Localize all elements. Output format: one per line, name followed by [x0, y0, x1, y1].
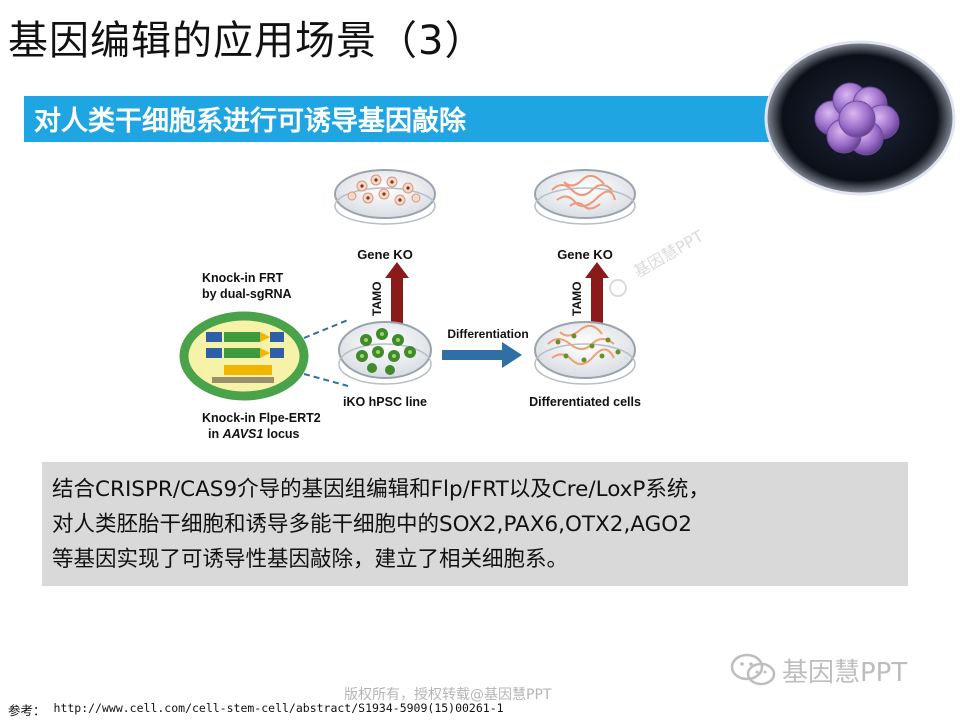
copyright-text: 版权所有，授权转载@基因慧PPT [344, 687, 552, 703]
description-line-1: 结合CRISPR/CAS9介导的基因组编辑和Flp/FRT以及Cre/LoxP系… [52, 477, 710, 502]
tamo-label-left: TAMO [370, 282, 384, 316]
description-line-3: 等基因实现了可诱导性基因敲除，建立了相关细胞系。 [52, 547, 569, 572]
differentiated-cells-label: Differentiated cells [529, 395, 641, 409]
iko-hpsc-label: iKO hPSC line [343, 395, 427, 409]
description-text: 结合CRISPR/CAS9介导的基因组编辑和Flp/FRT以及Cre/LoxP系… [52, 472, 902, 577]
wechat-icon [730, 653, 776, 686]
knockout-schematic-figure: Gene KO Gene KO TAMO TAMO 基因慧PPT Knock-i… [179, 169, 703, 441]
tamo-arrow-left [385, 262, 409, 324]
gene-ko-label-right: Gene KO [557, 247, 613, 262]
petri-dish-ko-right [534, 169, 636, 225]
reference-label: 参考： [8, 703, 46, 718]
gene-ko-label-left: Gene KO [357, 247, 413, 262]
tamo-arrow-right [585, 262, 609, 324]
knockin-frt-label-1: Knock-in FRT [202, 271, 284, 285]
knockin-flpe-label-1: Knock-in Flpe-ERT2 [202, 411, 321, 425]
tamo-label-right: TAMO [570, 282, 584, 316]
reference-line: 参考： http://www.cell.com/cell-stem-cell/a… [8, 700, 504, 719]
description-line-2: 对人类胚胎干细胞和诱导多能干细胞中的SOX2,PAX6,OTX2,AGO2 [52, 512, 692, 537]
construct-nucleus [179, 311, 309, 401]
figure-watermark: 基因慧PPT [609, 226, 703, 297]
subtitle-banner [24, 96, 824, 142]
page-subtitle: 对人类干细胞系进行可诱导基因敲除 [34, 106, 466, 137]
page-title: 基因编辑的应用场景（3） [8, 18, 486, 64]
svg-text:基因慧PPT: 基因慧PPT [631, 226, 703, 281]
reference-url[interactable]: http://www.cell.com/cell-stem-cell/abstr… [53, 701, 504, 715]
differentiation-arrow [442, 342, 522, 368]
petri-dish-ko-left [334, 169, 436, 225]
description-box: 结合CRISPR/CAS9介导的基因组编辑和Flp/FRT以及Cre/LoxP系… [42, 462, 908, 586]
knockin-frt-label-2: by dual-sgRNA [202, 287, 292, 301]
knockin-flpe-label-2: in AAVS1 locus [208, 427, 300, 441]
petri-dish-iko [338, 321, 432, 385]
cell-illustration [764, 40, 956, 196]
brand-watermark-text: 基因慧PPT [782, 657, 908, 688]
petri-dish-differentiated [534, 321, 636, 385]
differentiation-label: Differentiation [447, 327, 528, 341]
brand-watermark: 基因慧PPT [730, 650, 907, 690]
